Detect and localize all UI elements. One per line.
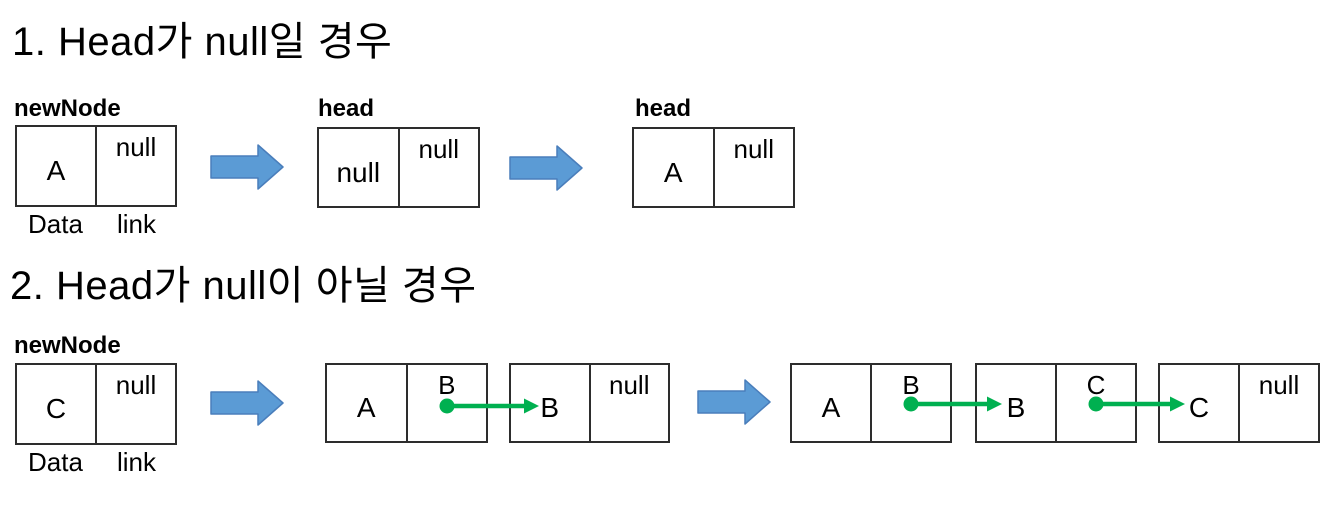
head-label-2: head [635, 95, 692, 122]
link-cell: B [405, 365, 487, 441]
newnode-box-1: A null [15, 125, 177, 207]
link-cell: C [1055, 365, 1135, 441]
flow-arrow-icon [509, 145, 583, 191]
list-before-node-a: A B [325, 363, 488, 443]
newnode-label-1: newNode [14, 95, 121, 122]
link-cell: null [1238, 365, 1318, 441]
link-cell: null [712, 129, 794, 206]
link-cell: null [397, 129, 479, 206]
data-cell: B [1006, 392, 1026, 423]
list-after-node-a: A B [790, 363, 952, 443]
list-after-node-b: B C [975, 363, 1137, 443]
section2-title: 2. Head가 null이 아닐 경우 [10, 264, 477, 308]
flow-arrow-icon [697, 379, 771, 425]
data-cell: A [663, 156, 683, 188]
data-cell: A [356, 392, 376, 423]
list-before-node-b: B null [509, 363, 670, 443]
flow-arrow-icon [210, 144, 284, 190]
head-box-null: null null [317, 127, 480, 208]
newnode-label-2: newNode [14, 332, 121, 359]
flow-arrow-icon [210, 380, 284, 426]
link-cell: null [95, 127, 175, 205]
link-caption-1: link [116, 209, 156, 239]
data-cell: C [1188, 392, 1210, 423]
data-caption-2: Data [28, 447, 83, 477]
link-cell: null [588, 365, 669, 441]
newnode-box-2: C null [15, 363, 177, 445]
data-cell: B [540, 392, 560, 423]
data-caption-1: Data [28, 209, 83, 239]
section1-title: 1. Head가 null일 경우 [12, 20, 393, 64]
data-cell: A [821, 392, 841, 423]
data-cell: C [45, 393, 67, 424]
list-after-node-c: C null [1158, 363, 1320, 443]
head-box-a: A null [632, 127, 795, 208]
link-cell: B [870, 365, 950, 441]
link-cell: null [95, 365, 175, 443]
data-cell: null [336, 156, 381, 188]
data-cell: A [46, 155, 66, 186]
head-label-1: head [318, 95, 375, 122]
link-caption-2: link [116, 447, 156, 477]
